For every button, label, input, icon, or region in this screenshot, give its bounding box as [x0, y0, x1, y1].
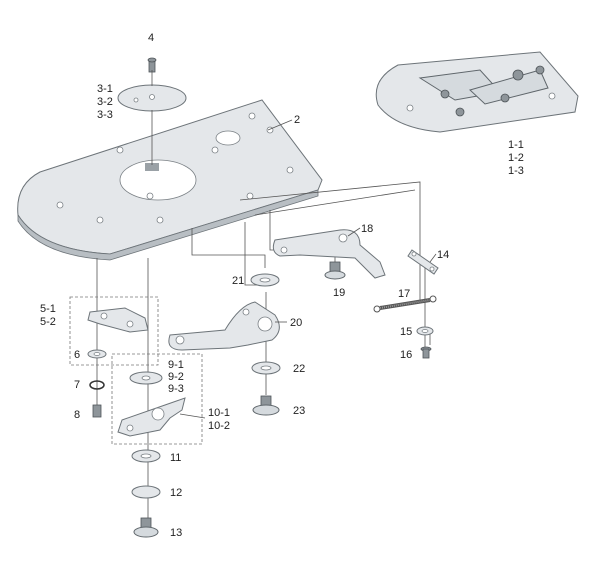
label-9-3: 9-3	[168, 383, 184, 395]
screw-part-8	[92, 404, 102, 418]
label-9-2: 9-2	[168, 371, 184, 383]
label-5-2: 5-2	[40, 316, 56, 328]
label-leaders	[179, 119, 437, 419]
disc-part-3	[117, 84, 187, 112]
ring-part-7	[89, 380, 105, 390]
label-4: 4	[148, 32, 154, 44]
label-14: 14	[437, 249, 449, 261]
label-10-2: 10-2	[208, 420, 230, 432]
bracket-part-18	[272, 229, 386, 279]
label-3-1: 3-1	[97, 83, 113, 95]
group-box-part-5	[69, 296, 159, 366]
label-12: 12	[170, 487, 182, 499]
label-16: 16	[400, 349, 412, 361]
label-3-3: 3-3	[97, 109, 113, 121]
washer-part-12	[131, 485, 161, 499]
label-19: 19	[333, 287, 345, 299]
spring-part-17	[373, 295, 437, 313]
label-17: 17	[398, 288, 410, 300]
label-23: 23	[293, 405, 305, 417]
lever-part-20	[168, 301, 280, 351]
label-1-1: 1-1	[508, 139, 524, 151]
label-9-1: 9-1	[168, 359, 184, 371]
bolt-part-23	[252, 395, 280, 416]
label-21: 21	[232, 275, 244, 287]
nut-part-19	[324, 261, 346, 280]
label-10-1: 10-1	[208, 407, 230, 419]
part-labels: 4 3-1 3-2 3-3 2 1-1 1-2 1-3 18 14 21 19 …	[40, 32, 524, 539]
label-1-2: 1-2	[508, 152, 524, 164]
label-6: 6	[74, 349, 80, 361]
bolt-part-13	[133, 517, 159, 538]
label-2: 2	[294, 114, 300, 126]
screw-part-16	[420, 346, 432, 359]
label-13: 13	[170, 527, 182, 539]
label-22: 22	[293, 363, 305, 375]
assembled-plate-view	[375, 51, 579, 133]
washer-part-11	[131, 449, 161, 463]
label-1-3: 1-3	[508, 165, 524, 177]
screw-part-4	[147, 57, 157, 73]
label-7: 7	[74, 379, 80, 391]
link-part-14	[407, 249, 439, 275]
main-plate-part-2	[17, 99, 323, 261]
washer-part-15	[416, 326, 434, 336]
label-8: 8	[74, 409, 80, 421]
washer-part-21	[250, 273, 280, 287]
group-box-part-9-10	[111, 353, 203, 445]
label-18: 18	[361, 223, 373, 235]
washer-part-22	[251, 361, 281, 375]
label-15: 15	[400, 326, 412, 338]
label-5-1: 5-1	[40, 303, 56, 315]
label-3-2: 3-2	[97, 96, 113, 108]
label-20: 20	[290, 317, 302, 329]
label-11: 11	[170, 452, 181, 464]
